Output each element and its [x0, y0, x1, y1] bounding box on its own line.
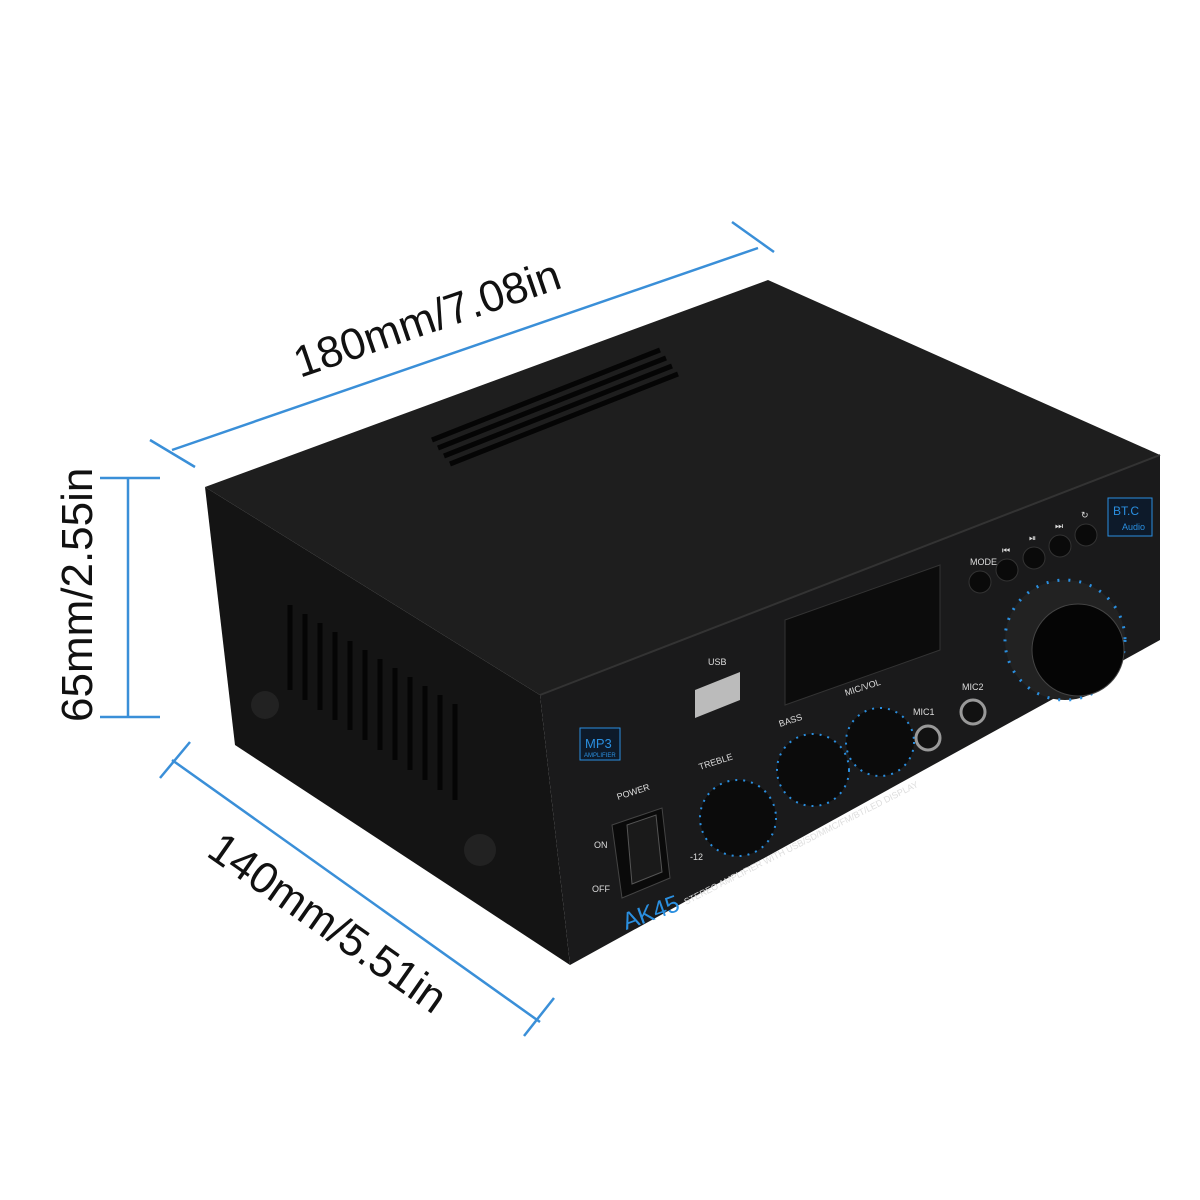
usb-port[interactable]: USB: [695, 657, 740, 718]
side-vents: [287, 605, 458, 800]
svg-text:-12: -12: [690, 852, 703, 862]
svg-text:MP3: MP3: [585, 736, 612, 751]
top-vents: [431, 347, 679, 467]
svg-text:ON: ON: [594, 840, 608, 850]
mic2-jack[interactable]: [959, 698, 987, 726]
svg-text:BT.C: BT.C: [1113, 504, 1139, 518]
svg-text:⏮: ⏮: [1002, 545, 1010, 555]
top-face: [205, 280, 1160, 695]
svg-text:MIC2: MIC2: [962, 682, 984, 692]
front-face: [540, 455, 1160, 965]
next-button[interactable]: [1048, 534, 1072, 558]
svg-text:USB: USB: [708, 657, 727, 667]
led-display: [784, 564, 941, 706]
height-dimension: [100, 476, 160, 719]
svg-text:AMPLIFIER: AMPLIFIER: [584, 753, 616, 759]
svg-text:⏭: ⏭: [1055, 521, 1063, 531]
svg-text:⏯: ⏯: [1029, 533, 1036, 543]
svg-text:MIC1: MIC1: [913, 707, 935, 717]
width-dimension-label: 180mm/7.08in: [287, 250, 567, 387]
width-dimension: [149, 220, 775, 469]
play-pause-button[interactable]: [1022, 546, 1046, 570]
depth-dimension: [159, 741, 555, 1037]
repeat-button[interactable]: [1074, 523, 1098, 547]
bass-knob[interactable]: [776, 733, 850, 807]
volume-knob[interactable]: [1003, 578, 1127, 702]
svg-text:MODE: MODE: [970, 557, 997, 567]
mic1-jack[interactable]: [914, 724, 942, 752]
height-dimension-label: 65mm/2.55in: [53, 468, 102, 722]
bt-badge: BT.C Audio: [1107, 497, 1153, 537]
mode-button[interactable]: [968, 570, 992, 594]
control-buttons: MODE ⏮ ⏯ ⏭ ↻: [968, 510, 1098, 594]
svg-text:OFF: OFF: [592, 884, 610, 894]
prev-button[interactable]: [995, 558, 1019, 582]
mic-vol-knob[interactable]: [845, 707, 915, 777]
svg-text:↻: ↻: [1081, 510, 1089, 520]
power-switch[interactable]: [611, 807, 671, 899]
amplifier: USB MP3 AMPLIFIER BT.C Audio POWER ON OF…: [205, 280, 1161, 965]
mp3-badge: MP3 AMPLIFIER: [579, 727, 621, 761]
treble-knob[interactable]: [699, 779, 777, 857]
svg-text:Audio: Audio: [1122, 522, 1145, 532]
